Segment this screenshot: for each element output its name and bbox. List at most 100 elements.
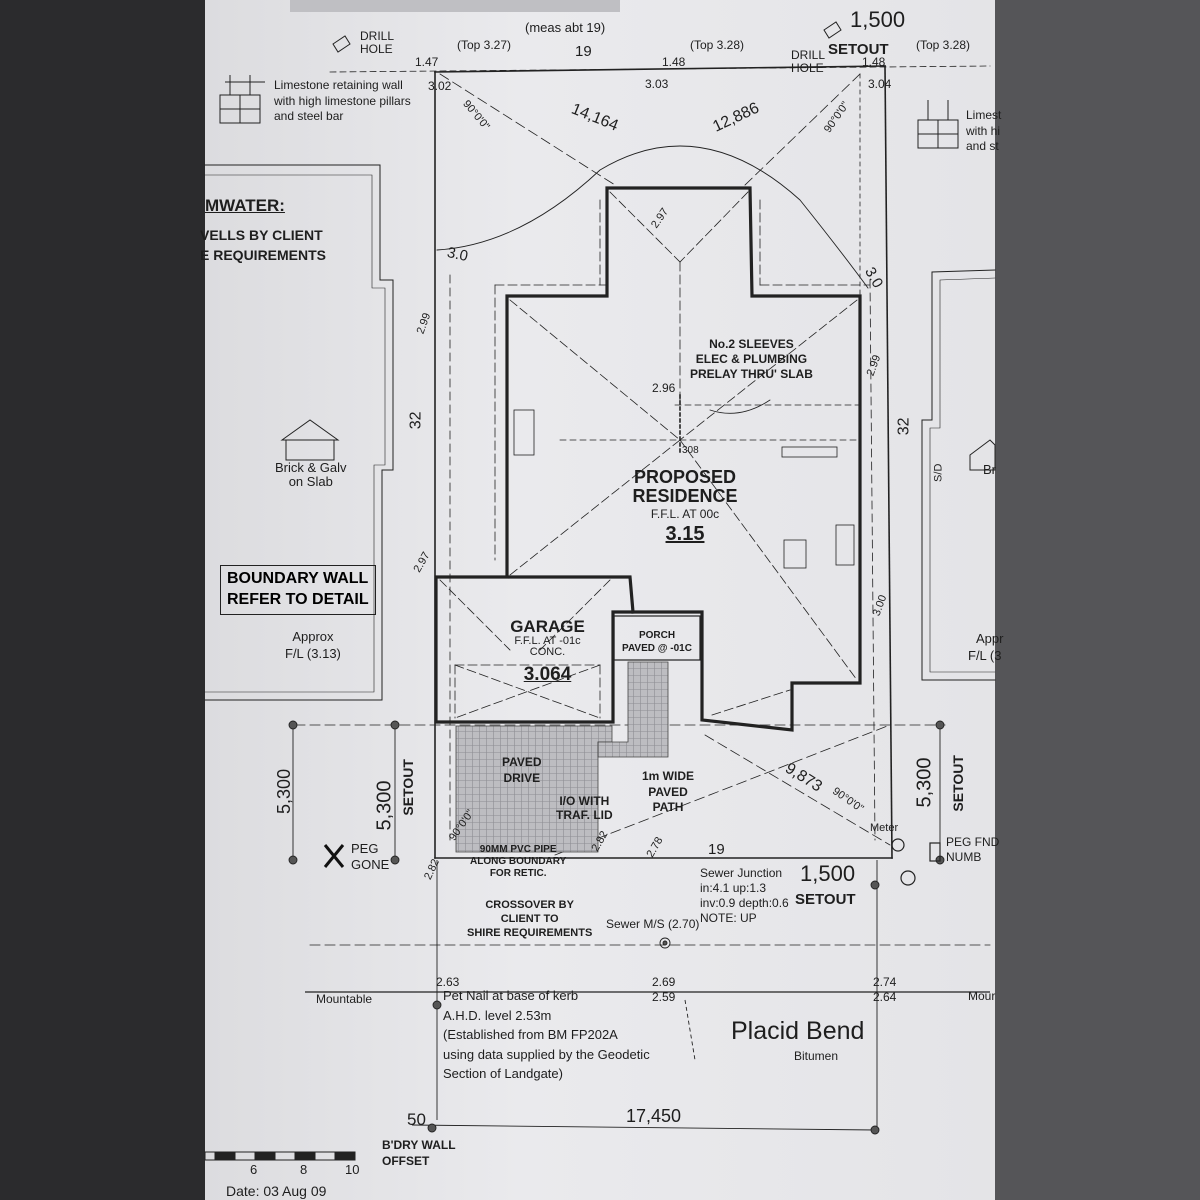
sleeves-line1: No.2 SLEEVES — [709, 337, 794, 351]
mountable-left: Mountable — [316, 992, 373, 1006]
io-line2: TRAF. LID — [556, 808, 613, 823]
retaining-line1: Limestone retaining wall — [274, 78, 403, 92]
level-264: 2.64 — [873, 990, 897, 1004]
residence-level: 3.15 — [665, 523, 705, 546]
level-304: 3.04 — [868, 77, 892, 91]
drawing-date: Date: 03 Aug 09 — [226, 1183, 327, 1199]
peg-gone-label: PEG GONE — [351, 841, 389, 874]
bdry-offset-line1: B'DRY WALL — [382, 1138, 456, 1152]
crossover-note: CROSSOVER BY CLIENT TO SHIRE REQUIREMENT… — [467, 899, 592, 940]
path-line3: PATH — [652, 800, 684, 815]
brick-line2: on Slab — [288, 473, 333, 489]
sewer-ms-label: Sewer M/S (2.70) — [606, 917, 700, 931]
retaining-line2: with high limestone pillars — [274, 93, 411, 108]
pvc-pipe-note: 90MM PVC PIPE ALONG BOUNDARY FOR RETIC. — [470, 844, 566, 880]
drill-hole-left-line1: DRILL — [360, 29, 395, 43]
level-top-3-28a: (Top 3.28) — [690, 38, 745, 52]
offset-bottom-right: 1,500 — [800, 861, 856, 886]
crossover-line3: SHIRE REQUIREMENTS — [467, 926, 593, 939]
residence-line1: PROPOSED — [633, 467, 737, 487]
sewer-junction-line4: NOTE: UP — [700, 911, 757, 925]
peg-gone-line2: GONE — [351, 857, 390, 873]
nail-line1: Pet Nail at base of kerb — [443, 988, 579, 1003]
drill-hole-right: DRILL HOLE — [791, 49, 825, 74]
retaining-r-line3: and st — [966, 139, 999, 154]
paved-driveway — [455, 725, 613, 853]
top-note: (meas abt 19) — [525, 20, 606, 35]
right-depth: 32 — [895, 417, 913, 436]
path-label: 1m WIDE PAVED PATH — [642, 769, 694, 816]
left-depth: 32 — [407, 411, 425, 430]
level-147: 1.47 — [415, 55, 439, 69]
pvc-line3: FOR RETIC. — [489, 868, 547, 879]
sewer-junction-line2: in:4.1 up:1.3 — [700, 881, 767, 895]
peg-gone-line1: PEG — [351, 841, 379, 856]
crossover-line1: CROSSOVER BY — [485, 899, 574, 911]
path-line2: PAVED — [648, 784, 688, 799]
right-setback: 5,300 — [913, 757, 936, 808]
retaining-wall-note-right: Limest with hi and st — [966, 108, 1001, 155]
peg-fnd-line1: PEG FND — [946, 835, 1000, 849]
approx-r-line2: F/L (3 — [968, 647, 1002, 663]
scale-tick-6: 6 — [250, 1162, 258, 1177]
sd-label: S/D — [932, 463, 945, 482]
brick-line1: Brick & Galv — [275, 460, 347, 475]
scale-tick-10: 10 — [345, 1162, 360, 1177]
rear-width: 19 — [575, 43, 592, 60]
level-269: 2.69 — [652, 975, 676, 989]
label-308: 308 — [682, 445, 699, 456]
pvc-line1: 90MM PVC PIPE — [479, 844, 557, 855]
io-line1: I/O WITH — [559, 794, 610, 808]
boundary-wall-offset: B'DRY WALL OFFSET — [382, 1137, 456, 1169]
sewer-junction-line3: inv:0.9 depth:0.6 — [700, 896, 789, 910]
mountable-right: Mour — [968, 989, 996, 1003]
peg-found-label: PEG FND NUMB — [946, 835, 999, 865]
neighbour-left-house — [204, 164, 394, 701]
approx-l-line1: Approx — [292, 629, 334, 644]
right-boundary — [884, 65, 893, 859]
title-strip — [290, 0, 620, 12]
drill-hole-right-line2: HOLE — [791, 60, 824, 75]
pvc-line2: ALONG BOUNDARY — [470, 856, 567, 867]
approx-r-line1: Appr — [976, 631, 1004, 646]
residence-line2: RESIDENCE — [632, 485, 738, 506]
bottom-dimension: 17,450 — [626, 1106, 682, 1126]
porch-label: PORCH PAVED @ -01C — [615, 629, 699, 655]
garage-level: 3.064 — [523, 663, 572, 685]
porch-line2: PAVED @ -01C — [622, 643, 692, 654]
level-302: 3.02 — [428, 79, 452, 93]
nail-line2: A.H.D. level 2.53m — [443, 1007, 552, 1023]
path-line1: 1m WIDE — [642, 769, 695, 783]
street-name: Placid Bend — [731, 1017, 865, 1045]
paved-drive-line2: DRIVE — [503, 770, 541, 785]
photo-background-right — [995, 0, 1200, 1200]
retaining-r-line1: Limest — [966, 108, 1002, 122]
sleeves-line2: ELEC & PLUMBING — [695, 352, 808, 366]
sleeves-note: No.2 SLEEVES ELEC & PLUMBING PRELAY THRU… — [690, 337, 813, 382]
level-274: 2.74 — [873, 975, 897, 989]
offset-top-right: 1,500 — [850, 7, 906, 32]
garage-ffl: F.F.L. AT -01c — [514, 634, 581, 647]
level-259: 2.59 — [652, 990, 676, 1004]
level-top-3-28b: (Top 3.28) — [916, 38, 971, 52]
drill-hole-right-line1: DRILL — [791, 48, 826, 62]
bottom-offset: 50 — [407, 1110, 426, 1129]
paved-drive-line1: PAVED — [502, 755, 542, 769]
left-setback: 5,300 — [274, 768, 295, 814]
street-surface: Bitumen — [794, 1049, 839, 1063]
approx-left: Approx F/L (3.13) — [285, 629, 341, 663]
nail-line4: using data supplied by the Geodetic — [443, 1046, 650, 1062]
retaining-r-line2: with hi — [966, 123, 1001, 138]
stormwater-note: MWATER: — [205, 197, 285, 215]
level-148a: 1.48 — [662, 55, 686, 69]
stormwater-title: MWATER: — [205, 196, 285, 215]
sewer-junction-line1: Sewer Junction — [700, 866, 783, 880]
approx-right: Appr F/L (3 — [968, 631, 1003, 665]
garage-conc: CONC. — [529, 646, 566, 659]
proposed-residence-label: PROPOSED RESIDENCE F.F.L. AT 00c 3.15 — [620, 468, 750, 545]
setout-mid: 5,300 — [373, 780, 396, 831]
residence-outline — [434, 186, 862, 732]
kerb-nail-note: Pet Nail at base of kerb A.H.D. level 2.… — [443, 986, 650, 1084]
setout-left: SETOUT — [399, 759, 416, 816]
